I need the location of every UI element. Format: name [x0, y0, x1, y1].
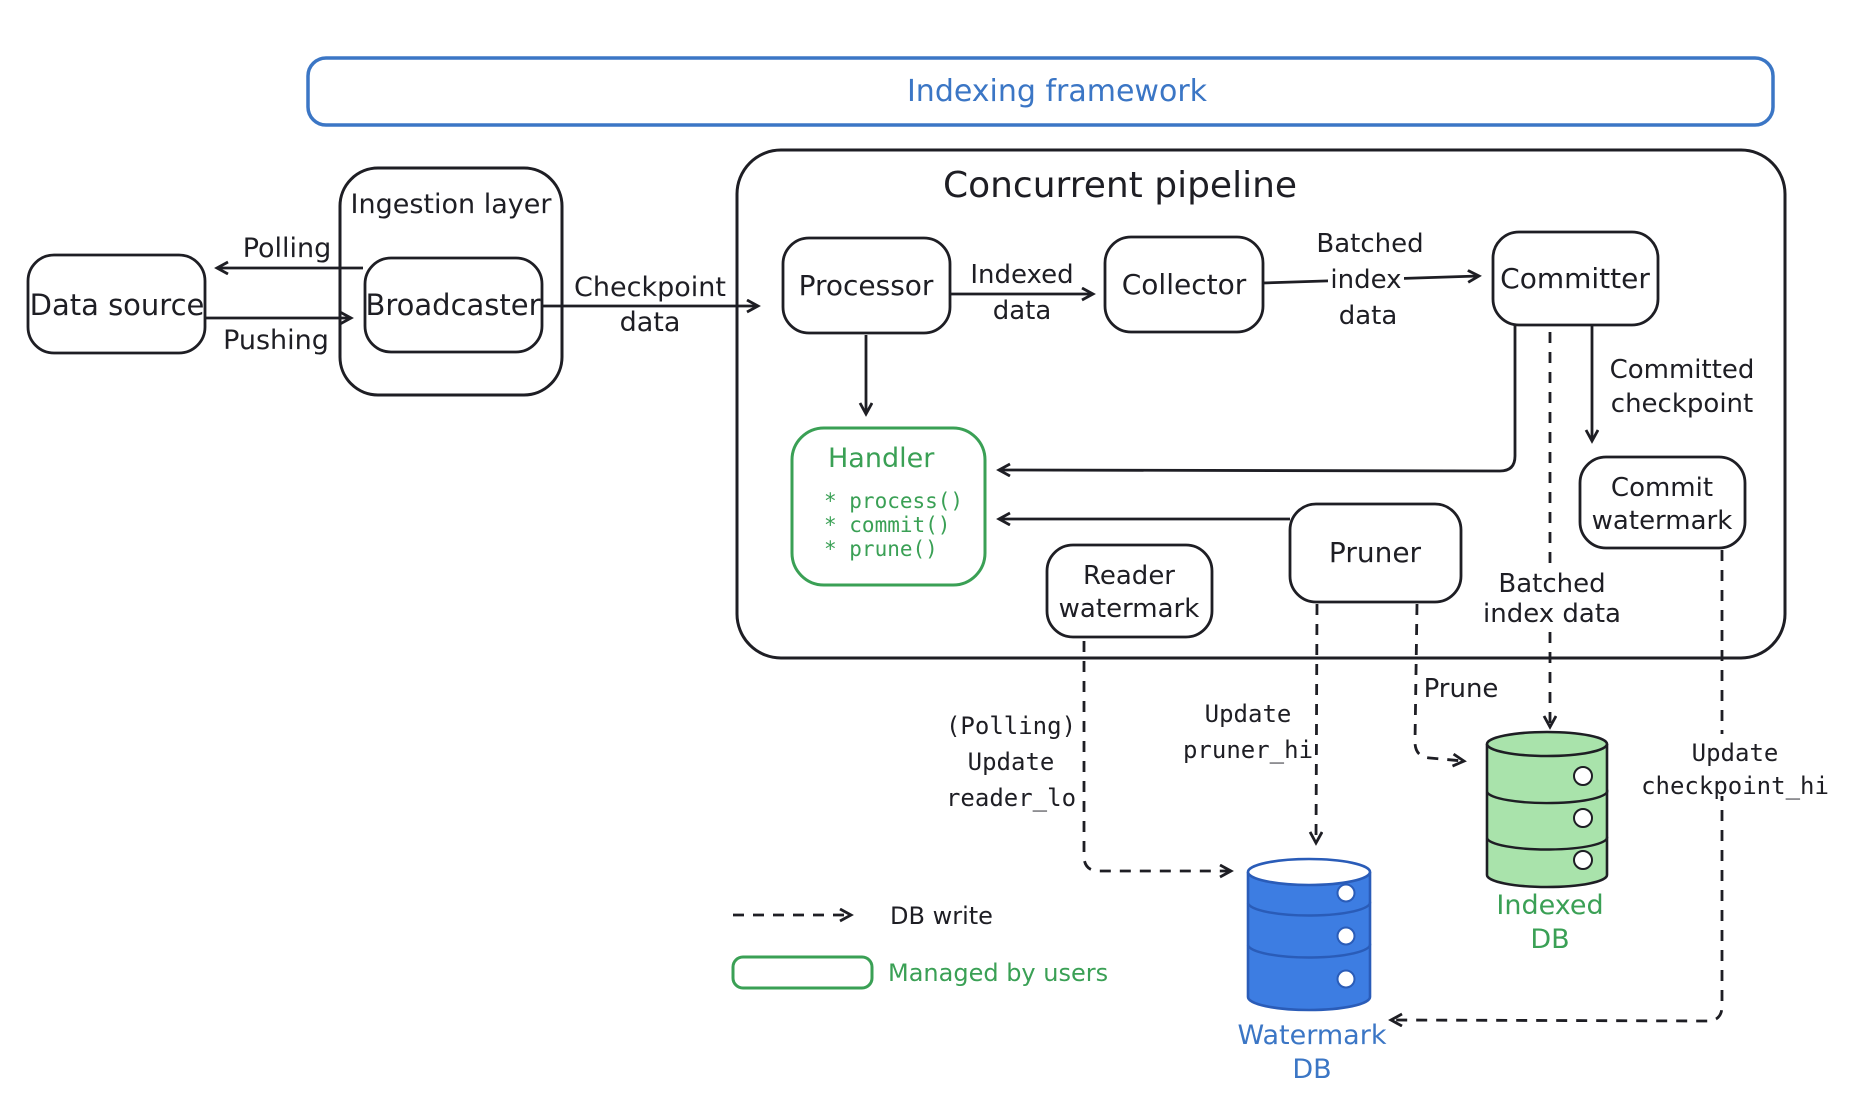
- pushing-label: Pushing: [223, 325, 329, 356]
- indexed-data-label-2: data: [993, 296, 1052, 326]
- db-write-label: DB write: [890, 902, 993, 930]
- committed-checkpoint-label-1: Committed: [1610, 355, 1755, 385]
- batched-index-data-bottom-1: Batched: [1498, 569, 1605, 599]
- indexed-db-top: [1485, 730, 1609, 758]
- watermark-db-top: [1246, 857, 1372, 887]
- reader-watermark-node: Reader watermark: [1045, 543, 1214, 639]
- banner-title: Indexing framework: [907, 74, 1208, 109]
- ingestion-layer-label: Ingestion layer: [351, 189, 553, 220]
- watermark-db: Watermark DB: [1238, 857, 1387, 1085]
- batched-index-data-bottom-edge: Batched index data: [1483, 332, 1621, 726]
- handler-method-process: * process(): [824, 489, 963, 513]
- managed-by-users-label: Managed by users: [888, 959, 1108, 987]
- committer-label: Committer: [1500, 262, 1650, 295]
- indexed-db-label-1: Indexed: [1496, 890, 1603, 921]
- managed-box-icon: [731, 955, 874, 990]
- checkpoint-data-label-1: Checkpoint: [574, 272, 726, 303]
- pruner-node: Pruner: [1288, 502, 1463, 604]
- prune-label: Prune: [1424, 674, 1499, 704]
- broadcaster-node: Broadcaster: [363, 256, 544, 354]
- indexed-data-arrow: Indexed data: [950, 260, 1092, 326]
- indexed-db: Indexed DB: [1485, 730, 1609, 955]
- banner-border: [306, 56, 1775, 127]
- legend-managed-by-users: Managed by users: [731, 955, 1108, 990]
- concurrent-pipeline-container: Concurrent pipeline: [735, 148, 1787, 660]
- checkpoint-data-label-2: data: [620, 307, 681, 338]
- pruner-label: Pruner: [1329, 536, 1422, 569]
- reader-watermark-label-2: watermark: [1059, 594, 1200, 624]
- committer-node: Committer: [1491, 230, 1660, 327]
- collector-node: Collector: [1103, 235, 1265, 334]
- handler-method-commit: * commit(): [824, 513, 950, 537]
- reader-watermark-label-1: Reader: [1083, 561, 1175, 591]
- handler-method-prune: * prune(): [824, 537, 938, 561]
- legend: DB write Managed by users: [731, 902, 1108, 990]
- ingestion-layer-container: Ingestion layer Broadcaster: [338, 166, 564, 397]
- batched-index-data-arrow: Batched index data: [1262, 229, 1478, 331]
- commit-watermark-label-2: watermark: [1592, 506, 1733, 536]
- batched-index-data-bottom-2: index data: [1483, 599, 1621, 629]
- processor-node: Processor: [781, 236, 952, 335]
- indexing-framework-banner: Indexing framework: [306, 56, 1775, 127]
- indexed-db-label-2: DB: [1530, 924, 1569, 955]
- data-source-node: Data source: [26, 253, 207, 355]
- update-pruner-hi-label-1: Update: [1205, 700, 1292, 728]
- update-checkpoint-hi-label-2: checkpoint_hi: [1641, 772, 1829, 800]
- data-source-label: Data source: [30, 288, 205, 322]
- update-pruner-hi-edge: Update pruner_hi: [1183, 603, 1317, 842]
- committer-to-handler-arrow: [1000, 325, 1517, 471]
- watermark-db-label-2: DB: [1292, 1054, 1331, 1085]
- committed-checkpoint-label-2: checkpoint: [1611, 389, 1753, 419]
- update-pruner-hi-label-2: pruner_hi: [1183, 736, 1313, 764]
- batched-index-data-top-2: index: [1330, 265, 1401, 295]
- legend-db-write: DB write: [733, 902, 993, 930]
- update-reader-lo-label-1: (Polling): [946, 712, 1076, 740]
- update-reader-lo-label-2: Update: [968, 748, 1055, 776]
- polling-label: Polling: [243, 233, 332, 264]
- batched-index-data-top-1: Batched: [1316, 229, 1423, 259]
- batched-index-data-top-3: data: [1339, 301, 1398, 331]
- polling-arrow: Polling: [218, 233, 363, 268]
- update-checkpoint-hi-label-1: Update: [1692, 739, 1779, 767]
- collector-label: Collector: [1122, 268, 1247, 301]
- checkpoint-data-arrow: Checkpoint data: [543, 272, 757, 338]
- processor-label: Processor: [799, 269, 934, 302]
- pushing-arrow: Pushing: [205, 318, 350, 356]
- update-checkpoint-hi-edge: Update checkpoint_hi: [1392, 550, 1829, 1021]
- update-reader-lo-label-3: reader_lo: [946, 784, 1076, 812]
- handler-node: Handler * process() * commit() * prune(): [790, 426, 987, 587]
- watermark-db-label-1: Watermark: [1238, 1020, 1387, 1051]
- commit-watermark-label-1: Commit: [1611, 473, 1713, 503]
- concurrent-pipeline-title: Concurrent pipeline: [943, 165, 1297, 206]
- broadcaster-label: Broadcaster: [365, 288, 540, 322]
- indexed-data-label-1: Indexed: [970, 260, 1073, 290]
- handler-title: Handler: [828, 443, 935, 474]
- update-reader-lo-edge: (Polling) Update reader_lo: [946, 641, 1230, 871]
- prune-edge: Prune: [1413, 603, 1499, 761]
- commit-watermark-node: Commit watermark: [1578, 455, 1747, 550]
- committed-checkpoint-arrow: Committed checkpoint: [1592, 325, 1754, 440]
